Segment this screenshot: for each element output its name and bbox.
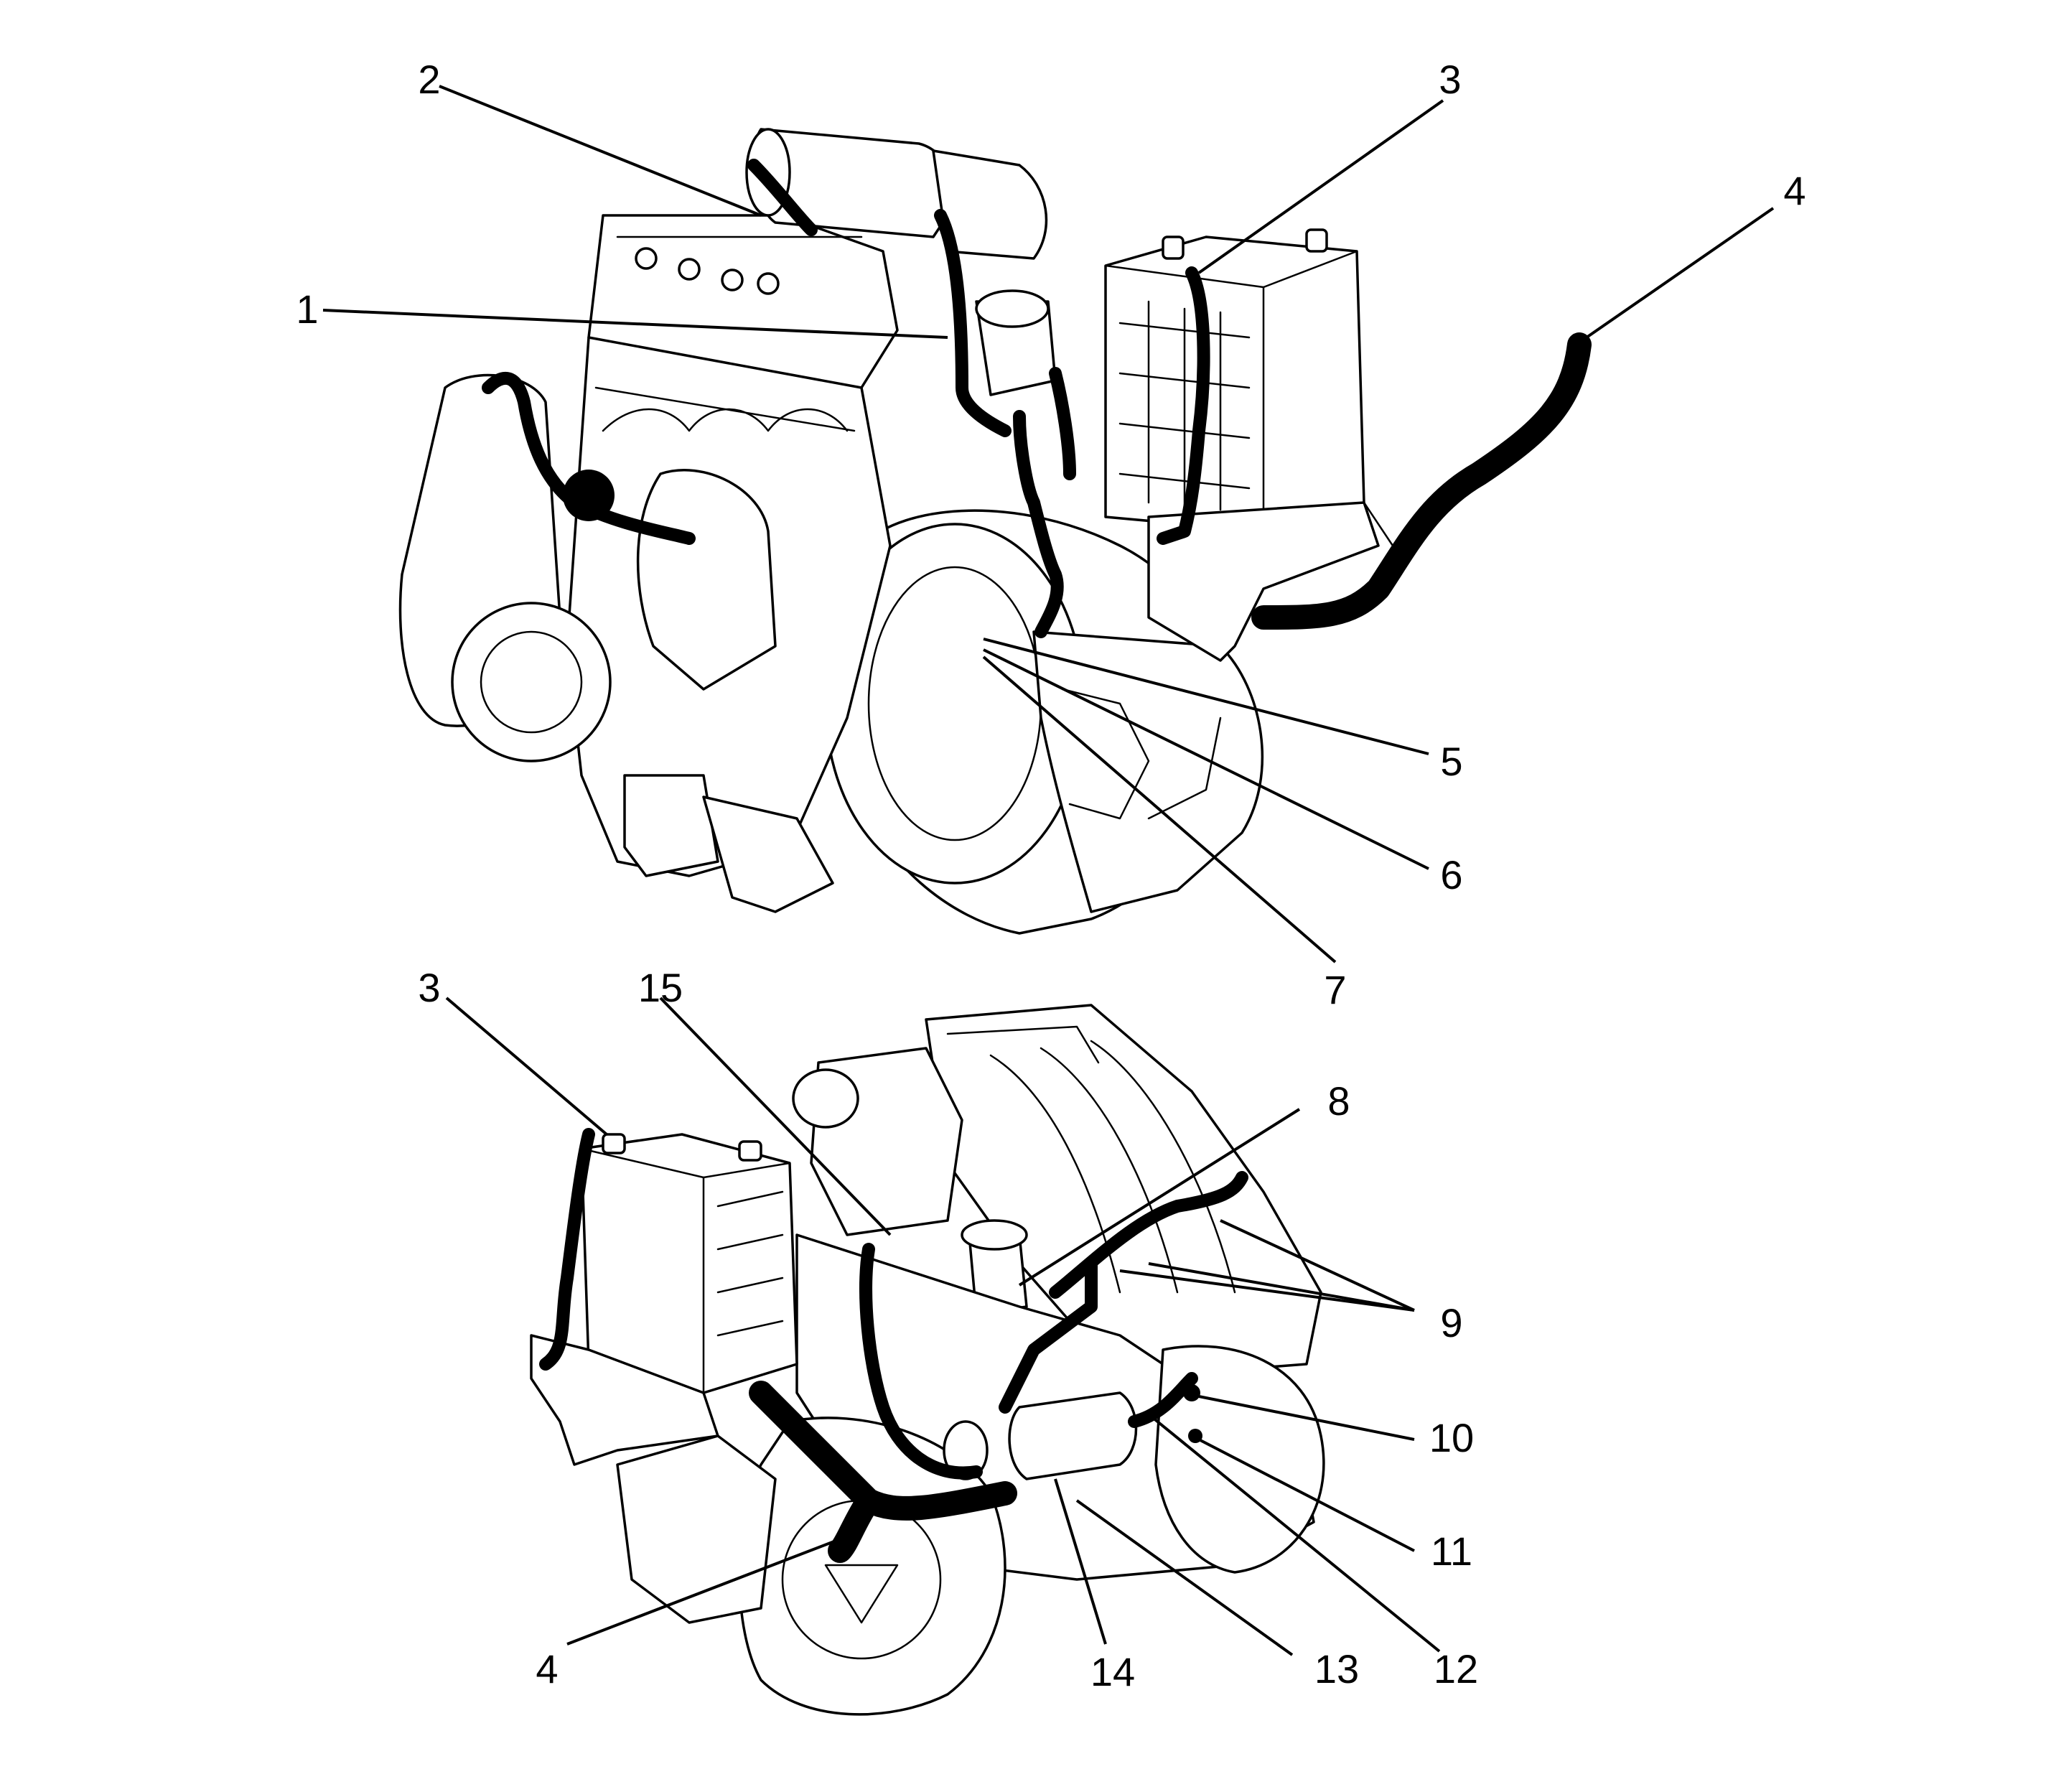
callout-12-lower: 12 <box>1434 1646 1478 1691</box>
callout-15-lower: 15 <box>638 965 683 1010</box>
callout-2-upper: 2 <box>418 57 440 102</box>
callout-9-lower: 9 <box>1440 1300 1462 1345</box>
upper-callouts: 1 2 3 4 5 6 7 <box>296 57 1806 1012</box>
callout-4-upper: 4 <box>1783 168 1806 213</box>
callout-7-upper: 7 <box>1324 967 1346 1012</box>
lower-engine-view <box>530 1004 1325 1716</box>
callout-8-lower: 8 <box>1327 1078 1350 1124</box>
callout-10-lower: 10 <box>1429 1415 1474 1460</box>
callout-13-lower: 13 <box>1314 1646 1359 1691</box>
callout-5-upper: 5 <box>1440 739 1462 784</box>
callout-11-lower: 11 <box>1431 1529 1472 1574</box>
callout-3-upper: 3 <box>1439 57 1461 102</box>
lower-leader-lines <box>445 997 1441 1656</box>
callout-3-lower: 3 <box>418 965 440 1010</box>
callout-6-upper: 6 <box>1440 852 1462 897</box>
callout-14-lower: 14 <box>1090 1649 1135 1694</box>
upper-leader-lines <box>322 85 1775 963</box>
callout-1-upper: 1 <box>296 286 318 332</box>
callout-4-lower: 4 <box>536 1646 558 1691</box>
upper-engine-view <box>398 128 1592 935</box>
lower-callouts: 3 15 8 9 10 11 12 13 14 4 <box>418 965 1478 1694</box>
